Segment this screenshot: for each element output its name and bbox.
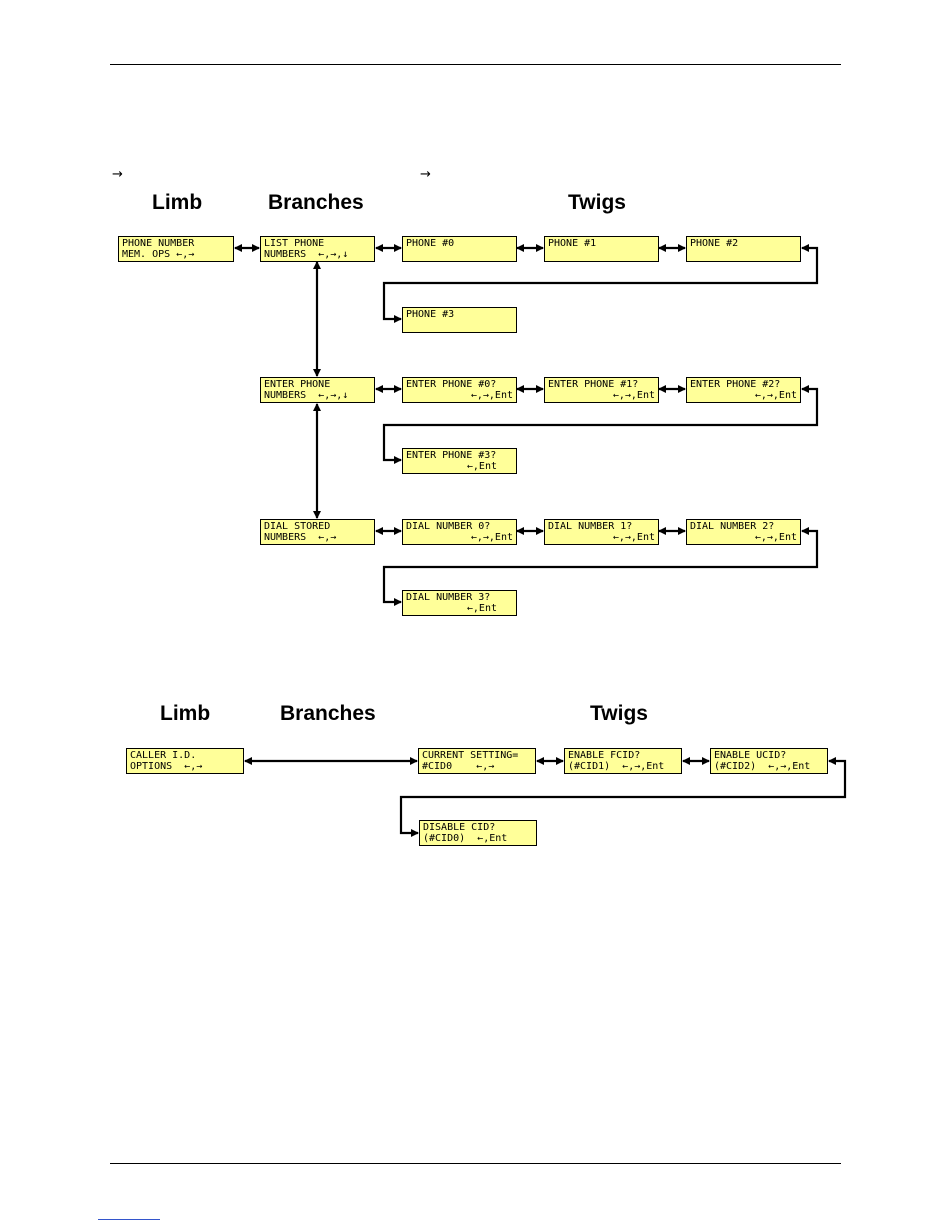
lcd-enter-phone-1[interactable]: ENTER PHONE #1? ←,→,Ent xyxy=(544,377,659,403)
lcd-line-2: ←,→,Ent xyxy=(754,390,797,401)
lcd-line-2: ←,→,Ent xyxy=(612,390,655,401)
lcd-line-1: ENTER PHONE #1? xyxy=(548,379,639,390)
lcd-list-phone-numbers[interactable]: LIST PHONE NUMBERS ←,→,↓ xyxy=(260,236,375,262)
lcd-line-2: (#CID2) ←,→,Ent xyxy=(714,761,811,772)
lcd-enter-phone-numbers[interactable]: ENTER PHONE NUMBERS ←,→,↓ xyxy=(260,377,375,403)
lcd-dial-number-0[interactable]: DIAL NUMBER 0? ←,→,Ent xyxy=(402,519,517,545)
lcd-caller-id-options[interactable]: CALLER I.D. OPTIONS ←,→ xyxy=(126,748,244,774)
lcd-line-1: CALLER I.D. xyxy=(130,750,197,761)
lcd-line-1: ENTER PHONE xyxy=(264,379,331,390)
lcd-dial-number-2[interactable]: DIAL NUMBER 2? ←,→,Ent xyxy=(686,519,801,545)
heading-branches: Branches xyxy=(280,702,376,725)
lcd-line-1: ENTER PHONE #3? xyxy=(406,450,497,461)
lcd-line-1: PHONE NUMBER xyxy=(122,238,195,249)
lcd-line-1: PHONE #3 xyxy=(406,309,455,320)
lcd-line-2: ←,→,Ent xyxy=(470,390,513,401)
lcd-dial-stored-numbers[interactable]: DIAL STORED NUMBERS ←,→ xyxy=(260,519,375,545)
lcd-line-2: NUMBERS ←,→ xyxy=(264,532,337,543)
lcd-line-1: CURRENT SETTING= xyxy=(422,750,519,761)
footer-link-underline xyxy=(98,1219,160,1220)
lcd-line-2: ←,→,Ent xyxy=(470,532,513,543)
lcd-line-1: PHONE #1 xyxy=(548,238,597,249)
lcd-line-1: PHONE #2 xyxy=(690,238,739,249)
lcd-line-1: DIAL NUMBER 2? xyxy=(690,521,775,532)
lcd-phone-number-mem-ops[interactable]: PHONE NUMBER MEM. OPS ←,→ xyxy=(118,236,234,262)
heading-limb: Limb xyxy=(152,191,203,214)
footer-rule xyxy=(110,1163,841,1164)
lcd-line-1: ENTER PHONE #2? xyxy=(690,379,781,390)
lcd-enter-phone-3[interactable]: ENTER PHONE #3? ←,Ent xyxy=(402,448,517,474)
lcd-line-1: LIST PHONE xyxy=(264,238,325,249)
lcd-disable-cid[interactable]: DISABLE CID? (#CID0) ←,Ent xyxy=(419,820,537,846)
lcd-enter-phone-0[interactable]: ENTER PHONE #0? ←,→,Ent xyxy=(402,377,517,403)
lcd-phone-0[interactable]: PHONE #0 xyxy=(402,236,517,262)
lcd-line-1: ENABLE UCID? xyxy=(714,750,787,761)
lcd-line-1: DIAL NUMBER 0? xyxy=(406,521,491,532)
lcd-line-1: ENABLE FCID? xyxy=(568,750,641,761)
arrow-marker-icon: → xyxy=(420,167,431,182)
lcd-line-2: (#CID0) ←,Ent xyxy=(423,833,508,844)
lcd-line-1: ENTER PHONE #0? xyxy=(406,379,497,390)
arrow-marker-icon: → xyxy=(112,167,123,182)
lcd-line-1: DIAL STORED xyxy=(264,521,331,532)
lcd-dial-number-3[interactable]: DIAL NUMBER 3? ←,Ent xyxy=(402,590,517,616)
heading-twigs: Twigs xyxy=(590,702,648,725)
lcd-line-2: (#CID1) ←,→,Ent xyxy=(568,761,665,772)
lcd-line-1: DIAL NUMBER 1? xyxy=(548,521,633,532)
lcd-line-2: NUMBERS ←,→,↓ xyxy=(264,249,349,260)
heading-branches: Branches xyxy=(268,191,364,214)
lcd-line-1: DIAL NUMBER 3? xyxy=(406,592,491,603)
lcd-line-2: OPTIONS ←,→ xyxy=(130,761,203,772)
lcd-phone-1[interactable]: PHONE #1 xyxy=(544,236,659,262)
lcd-line-1: PHONE #0 xyxy=(406,238,455,249)
lcd-line-1: DISABLE CID? xyxy=(423,822,496,833)
lcd-line-2: ←,Ent xyxy=(466,461,497,472)
lcd-phone-3[interactable]: PHONE #3 xyxy=(402,307,517,333)
heading-limb: Limb xyxy=(160,702,211,725)
heading-twigs: Twigs xyxy=(568,191,626,214)
lcd-line-2: ←,→,Ent xyxy=(754,532,797,543)
lcd-phone-2[interactable]: PHONE #2 xyxy=(686,236,801,262)
lcd-enable-fcid[interactable]: ENABLE FCID? (#CID1) ←,→,Ent xyxy=(564,748,682,774)
lcd-line-2: MEM. OPS ←,→ xyxy=(122,249,195,260)
lcd-dial-number-1[interactable]: DIAL NUMBER 1? ←,→,Ent xyxy=(544,519,659,545)
lcd-line-2: ←,→,Ent xyxy=(612,532,655,543)
lcd-enter-phone-2[interactable]: ENTER PHONE #2? ←,→,Ent xyxy=(686,377,801,403)
lcd-current-setting[interactable]: CURRENT SETTING= #CID0 ←,→ xyxy=(418,748,536,774)
lcd-enable-ucid[interactable]: ENABLE UCID? (#CID2) ←,→,Ent xyxy=(710,748,828,774)
lcd-line-2: #CID0 ←,→ xyxy=(422,761,495,772)
header-rule xyxy=(110,64,841,65)
lcd-line-2: ←,Ent xyxy=(466,603,497,614)
lcd-line-2: NUMBERS ←,→,↓ xyxy=(264,390,349,401)
